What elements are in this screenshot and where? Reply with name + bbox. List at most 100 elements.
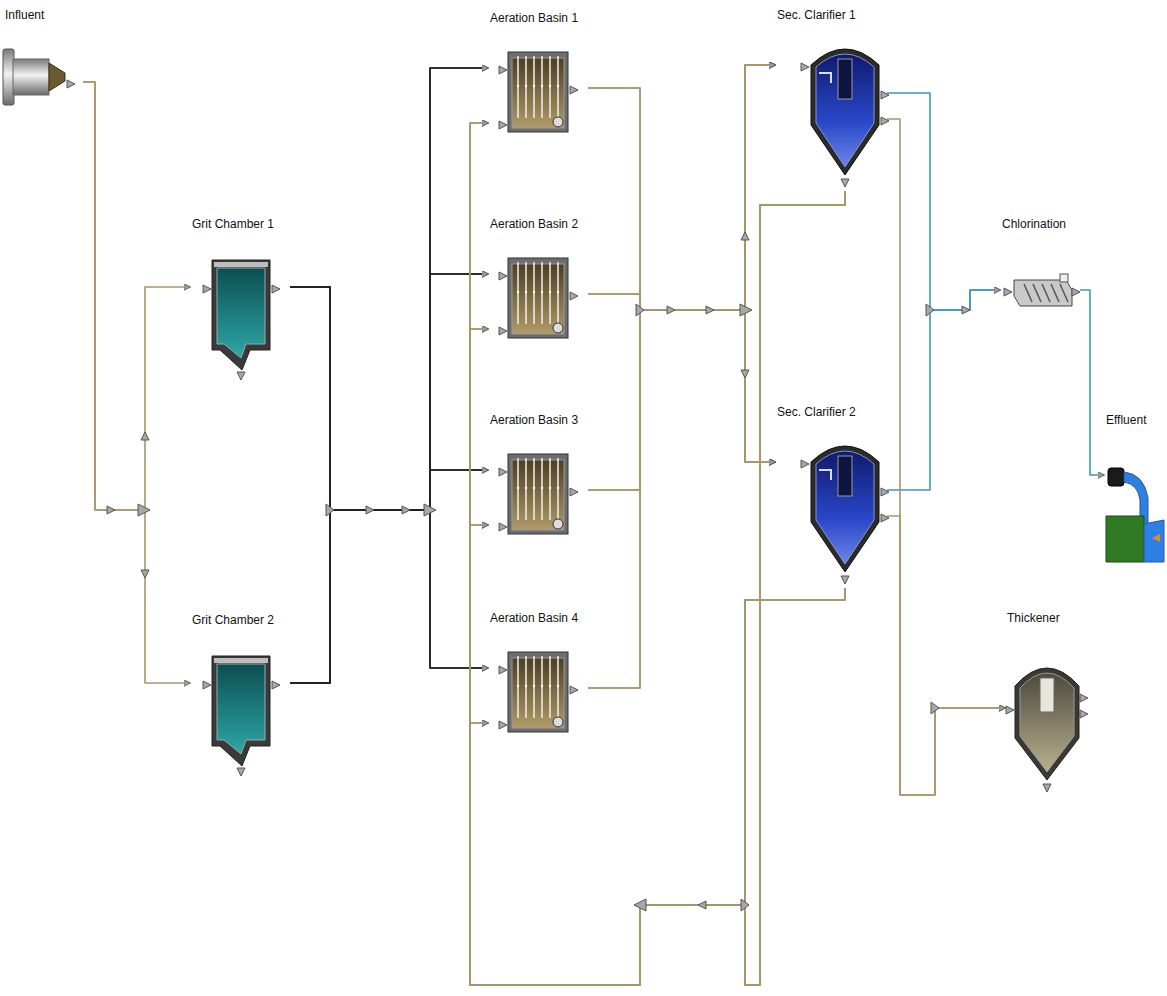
blower-symbol bbox=[553, 519, 563, 529]
diffuser-drop bbox=[533, 458, 535, 520]
diffuser-drop bbox=[533, 262, 535, 324]
unit-label: Chlorination bbox=[1000, 216, 1066, 232]
chl-symbol bbox=[1000, 232, 1080, 332]
flow-line bbox=[887, 119, 1005, 795]
diffuser-drop bbox=[549, 56, 551, 118]
icon-group bbox=[499, 258, 578, 338]
port-arrow bbox=[499, 121, 507, 129]
diffuser-drop bbox=[525, 458, 527, 520]
chamber-water bbox=[217, 664, 265, 754]
influent-unit: Influent bbox=[3, 5, 83, 121]
icon-group bbox=[1006, 668, 1088, 792]
icon-group bbox=[203, 656, 280, 776]
diffuser-drop bbox=[533, 656, 535, 718]
chamber-water bbox=[217, 268, 265, 358]
blower-symbol bbox=[553, 717, 563, 727]
air-bubble bbox=[517, 487, 519, 489]
clarifier-water bbox=[816, 451, 874, 564]
diffuser-drop bbox=[517, 56, 519, 118]
clar-symbol bbox=[775, 420, 887, 590]
air-bubble bbox=[533, 685, 535, 687]
flow-line bbox=[588, 310, 775, 490]
icon-group bbox=[801, 49, 889, 187]
river-water bbox=[1144, 520, 1164, 562]
air-bubble bbox=[557, 85, 559, 87]
unit-label: Sec. Clarifier 2 bbox=[775, 404, 856, 420]
diffuser-drop bbox=[541, 56, 543, 118]
flow-line bbox=[588, 65, 775, 490]
chamber-frame bbox=[212, 656, 270, 766]
pipe-body bbox=[13, 59, 49, 95]
diffuser-drop bbox=[541, 262, 543, 324]
air-bubble bbox=[533, 85, 535, 87]
aer-unit: Aeration Basin 2 bbox=[488, 214, 588, 340]
basin-liquor bbox=[512, 658, 564, 728]
air-bubble bbox=[541, 291, 543, 293]
flow-line bbox=[83, 82, 190, 510]
diffuser-drop bbox=[549, 656, 551, 718]
air-bubble bbox=[517, 291, 519, 293]
flow-line bbox=[470, 191, 845, 985]
icon-group bbox=[801, 446, 889, 584]
unit-icon bbox=[190, 232, 290, 382]
feed-well bbox=[838, 59, 852, 99]
icon-group bbox=[203, 260, 280, 380]
air-bubble bbox=[557, 291, 559, 293]
port-arrow bbox=[237, 372, 245, 380]
air-bubble bbox=[541, 85, 543, 87]
port-arrow bbox=[203, 681, 211, 689]
outfall-pipe bbox=[1108, 468, 1124, 486]
unit-icon bbox=[488, 428, 588, 538]
icon-group bbox=[3, 49, 75, 105]
chamber-rim bbox=[214, 658, 268, 663]
basin-liquor bbox=[512, 264, 564, 334]
clar-unit: Sec. Clarifier 2 bbox=[775, 402, 887, 588]
flow-line bbox=[887, 290, 1000, 490]
thickener-shell bbox=[1015, 668, 1079, 780]
diffuser-drop bbox=[525, 56, 527, 118]
unit-icon bbox=[775, 420, 887, 590]
flow-arrow bbox=[402, 506, 410, 514]
port-arrow bbox=[499, 721, 507, 729]
chl-unit: Chlorination bbox=[1000, 214, 1080, 330]
clar-unit: Sec. Clarifier 1 bbox=[775, 5, 887, 191]
unit-icon bbox=[1005, 626, 1090, 796]
river-bank bbox=[1106, 516, 1144, 562]
flow-arrow bbox=[141, 432, 149, 440]
port-arrow bbox=[570, 488, 578, 496]
clar-symbol bbox=[775, 23, 887, 193]
port-arrow bbox=[272, 681, 280, 689]
air-bubble bbox=[533, 487, 535, 489]
air-bubble bbox=[517, 85, 519, 87]
influent-symbol bbox=[3, 23, 83, 123]
flow-line bbox=[588, 65, 775, 310]
blower-symbol bbox=[553, 117, 563, 127]
diffuser-drop bbox=[557, 262, 559, 324]
eff-symbol bbox=[1104, 428, 1164, 568]
pipe-flange bbox=[3, 49, 14, 105]
basin-frame bbox=[508, 258, 568, 338]
unit-label: Influent bbox=[3, 7, 44, 23]
flow-arrow bbox=[667, 306, 675, 314]
air-bubble bbox=[549, 487, 551, 489]
aer-unit: Aeration Basin 3 bbox=[488, 410, 588, 536]
flow-arrow bbox=[141, 570, 149, 578]
aer-symbol bbox=[488, 626, 588, 736]
flow-line bbox=[470, 191, 845, 985]
feed-well bbox=[1040, 678, 1054, 712]
port-arrow bbox=[881, 488, 889, 496]
air-bubble bbox=[525, 685, 527, 687]
port-arrow bbox=[1080, 694, 1088, 702]
port-arrow bbox=[1004, 288, 1012, 296]
clarifier-shell bbox=[811, 446, 879, 572]
flow-line bbox=[290, 287, 488, 510]
pipe-nozzle bbox=[49, 63, 65, 91]
mixer-symbol bbox=[636, 304, 644, 316]
port-arrow bbox=[570, 292, 578, 300]
unit-icon bbox=[488, 232, 588, 342]
flow-line bbox=[290, 470, 488, 683]
icon-group bbox=[499, 652, 578, 732]
air-bubble bbox=[549, 685, 551, 687]
port-arrow bbox=[1043, 784, 1051, 792]
